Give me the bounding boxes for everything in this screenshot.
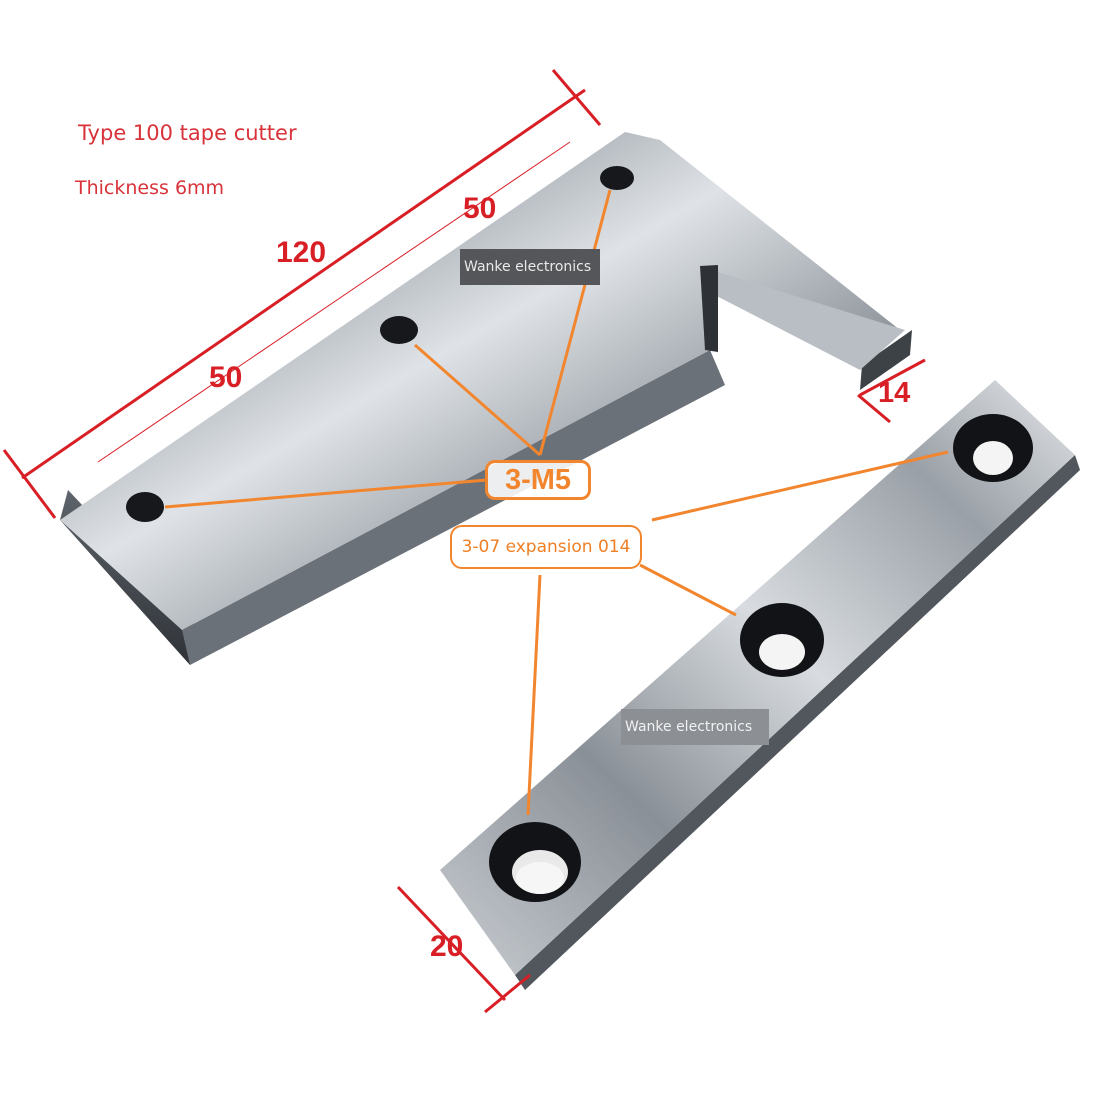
dimension-120: 120 <box>276 236 327 269</box>
product-title: Type 100 tape cutter <box>78 121 297 145</box>
dimension-20: 20 <box>430 930 464 963</box>
dim-20-line <box>396 885 507 1002</box>
counterbore-hole-top <box>953 414 1033 482</box>
l-plate-arm-edge <box>860 330 912 390</box>
counterbore-hole-bottom <box>489 822 581 902</box>
straight-bar <box>440 380 1080 990</box>
l-plate-top <box>60 132 900 630</box>
watermark-top: Wanke electronics <box>460 249 600 285</box>
counterbore-hole-middle <box>740 603 824 677</box>
dimension-50-top: 50 <box>463 192 497 225</box>
l-plate-front-edge <box>182 350 725 665</box>
l-plate-arm-top <box>705 268 905 370</box>
dimension-50-left: 50 <box>209 361 243 394</box>
dim-20-tick <box>484 973 531 1014</box>
thickness-label: Thickness 6mm <box>75 177 225 199</box>
bar-edge <box>515 455 1080 990</box>
m5-hole-right <box>600 166 634 190</box>
l-plate-inner-wall <box>700 265 718 352</box>
dimension-lines <box>2 69 926 1014</box>
m5-hole-left <box>126 492 164 522</box>
l-plate <box>60 132 912 665</box>
bar-top <box>440 380 1075 975</box>
callout-arrows <box>164 189 949 816</box>
dim-14-line <box>859 358 926 397</box>
dim-120-arrow-right <box>551 69 602 126</box>
dim-120-arrow-left <box>2 449 57 519</box>
counterbore-callout: 3-07 expansion 014 <box>450 525 642 569</box>
m5-callout: 3-M5 <box>485 460 591 500</box>
watermark-bottom: Wanke electronics <box>621 709 769 745</box>
dim-120-line <box>21 88 586 480</box>
dim-14-tick-a <box>857 393 891 424</box>
m5-hole-middle <box>380 316 418 344</box>
dim-50-line <box>97 141 571 463</box>
dimension-14: 14 <box>878 377 911 409</box>
